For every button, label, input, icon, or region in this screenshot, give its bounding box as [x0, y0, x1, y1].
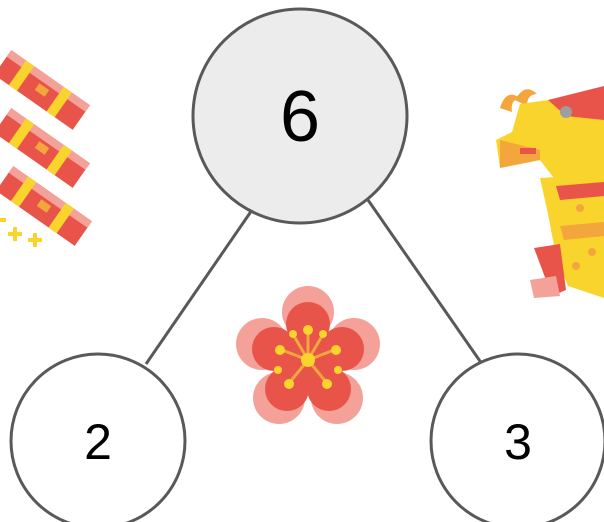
part-left-value: 2 — [84, 414, 112, 470]
flower-icon — [236, 286, 380, 424]
part-right-value: 3 — [504, 414, 532, 470]
connector-left — [144, 209, 254, 365]
whole-node: 6 — [191, 7, 409, 225]
firecracker-icon — [0, 50, 92, 247]
connector-right — [366, 199, 484, 365]
dragon-icon — [496, 86, 604, 298]
part-left-node: 2 — [9, 352, 187, 522]
whole-value: 6 — [280, 77, 320, 157]
part-right-node: 3 — [429, 352, 604, 522]
